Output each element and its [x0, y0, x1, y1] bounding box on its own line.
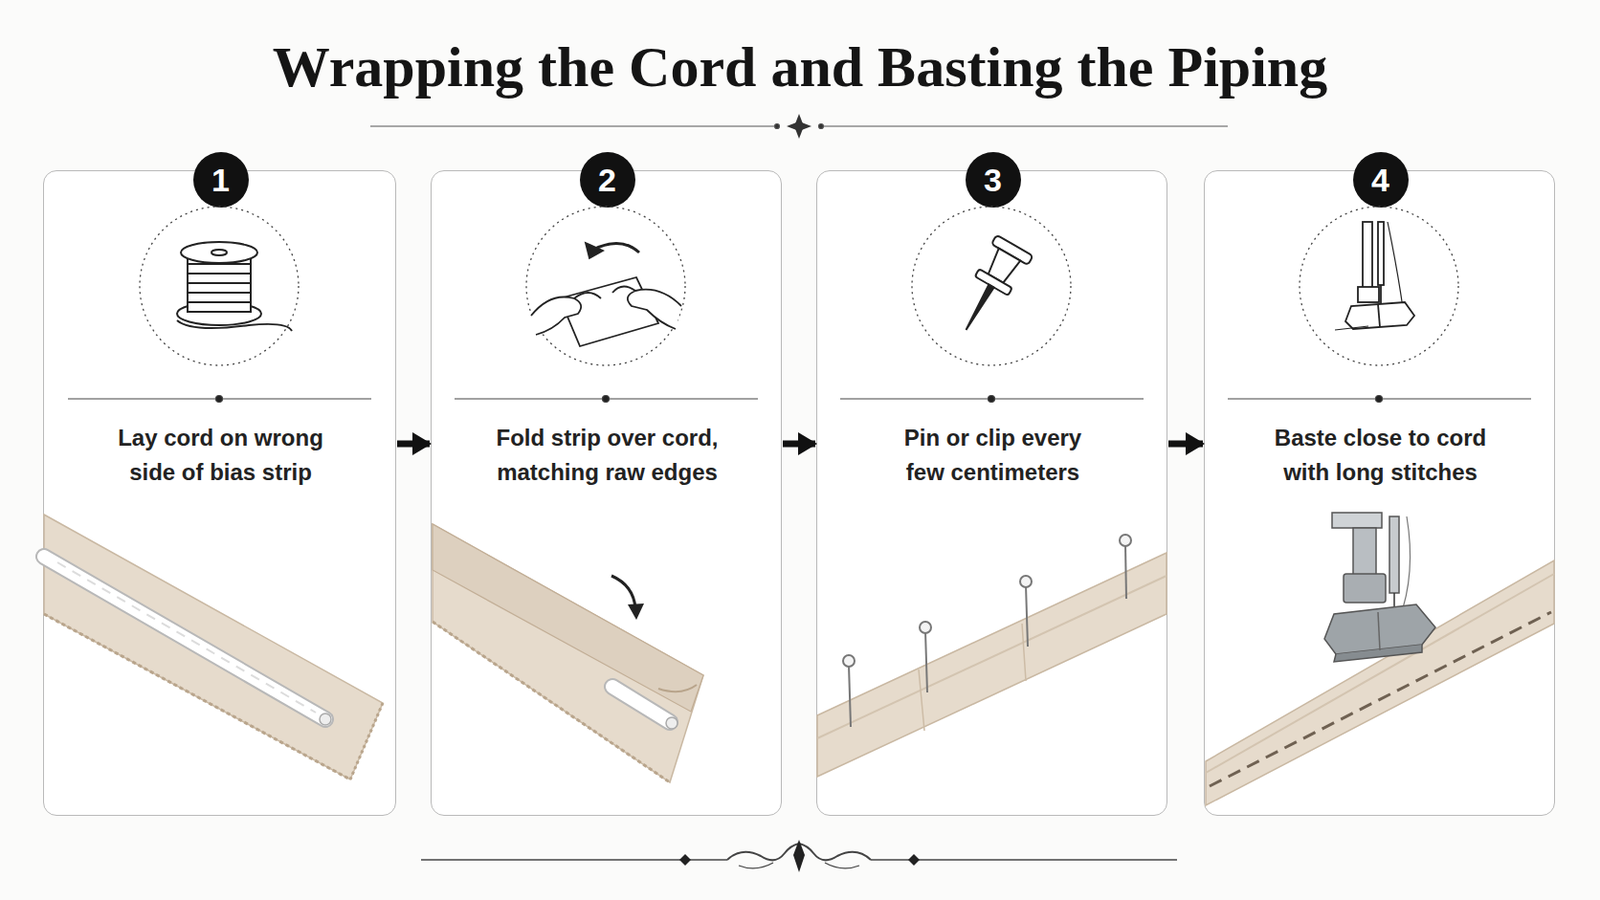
step-panel: 3Pin or clip every few centimeters: [816, 170, 1168, 817]
step-caption: Baste close to cord with long stitches: [1260, 421, 1502, 490]
step-number: 2: [579, 152, 636, 208]
step-panel: 2Fold strip over cord, matching raw edge…: [430, 170, 782, 817]
bottom-flourish: [421, 859, 728, 861]
title-rule: [786, 121, 812, 132]
title-rule: [370, 125, 778, 127]
title-rule: [794, 113, 804, 139]
step-panel: 4Baste close to cord with long stitches: [1203, 170, 1556, 817]
step-number: 1: [193, 152, 249, 208]
step-arrow: [397, 441, 430, 448]
bottom-flourish: [421, 840, 1178, 873]
step-arrow: [782, 441, 816, 448]
bottom-flourish: [908, 854, 920, 867]
bottom-flourish: [824, 863, 860, 869]
step-panel: 1Lay cord on wrong side of bias strip: [43, 170, 397, 817]
bottom-flourish: [727, 844, 800, 861]
title-rule: [370, 113, 1228, 139]
bottom-flourish: [738, 863, 774, 869]
step-number: 3: [965, 152, 1022, 208]
step-arrow: [1168, 441, 1203, 448]
bottom-flourish: [799, 844, 871, 861]
bottom-flourish: [679, 854, 691, 867]
diagram-title: Wrapping the Cord and Basting the Piping: [0, 28, 1600, 106]
bottom-flourish: [793, 840, 805, 873]
step-number: 4: [1353, 152, 1409, 208]
step-caption: Lay cord on wrong side of bias strip: [95, 421, 347, 490]
title-rule: [775, 124, 780, 130]
title-rule: [821, 125, 1228, 127]
step-caption: Fold strip over cord, matching raw edges: [482, 421, 734, 490]
bottom-flourish: [870, 859, 1178, 861]
title-rule: [819, 124, 824, 130]
step-caption: Pin or clip every few centimeters: [889, 421, 1096, 490]
